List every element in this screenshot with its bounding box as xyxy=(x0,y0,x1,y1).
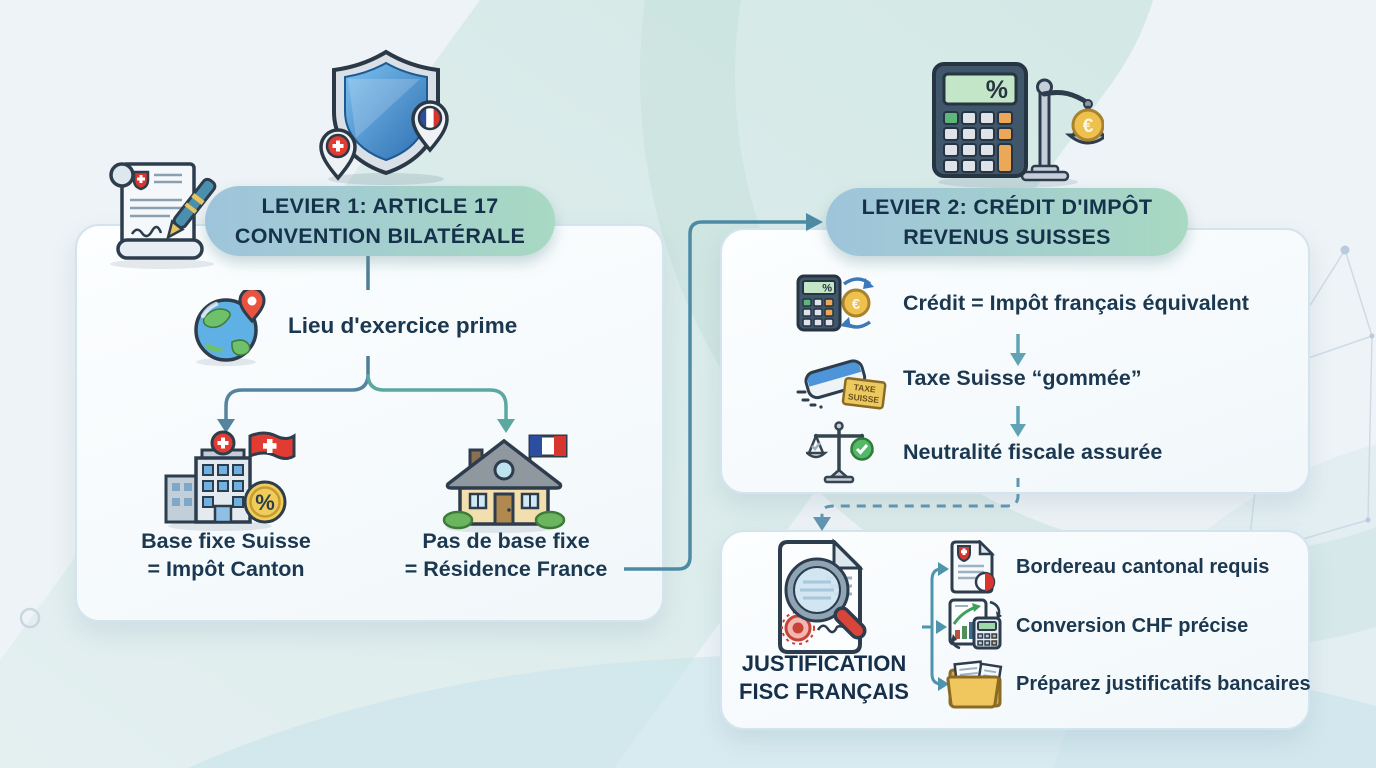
levier2-step2-label: Taxe Suisse “gommée” xyxy=(903,366,1142,390)
levier2-step3-label: Neutralité fiscale assurée xyxy=(903,440,1163,464)
justification-item2-label: Conversion CHF précise xyxy=(1016,615,1249,637)
dot-ring-decoration xyxy=(19,607,41,629)
swiss-building-tax-icon: % xyxy=(164,430,296,531)
branch-right-line1: Pas de base fixe xyxy=(422,529,590,553)
levier2-title-line1: LEVIER 2: CRÉDIT D'IMPÔT xyxy=(861,195,1153,219)
justification-item1-label: Bordereau cantonal requis xyxy=(1016,556,1270,578)
eraser-tax-icon: TAXE SUISSE xyxy=(796,359,887,410)
justification-title: JUSTIFICATION FISC FRANÇAIS xyxy=(738,650,910,706)
branch-left-label: Base fixe Suisse = Impôt Canton xyxy=(100,527,352,583)
french-house-icon xyxy=(442,434,568,533)
document-shield-icon xyxy=(950,540,996,594)
folder-documents-icon xyxy=(946,660,1003,709)
calculator-and-balance-scale-icon: € % xyxy=(932,62,1104,188)
levier1-title-pill: LEVIER 1: ARTICLE 17 CONVENTION BILATÉRA… xyxy=(205,186,555,256)
taxe-suisse-tag: TAXE SUISSE xyxy=(841,377,887,410)
levier2-title-pill: LEVIER 2: CRÉDIT D'IMPÔT REVENUS SUISSES xyxy=(826,188,1188,256)
lieu-exercice-label: Lieu d'exercice prime xyxy=(288,313,518,338)
calculator-percent-display: % xyxy=(986,76,1008,104)
levier1-title-line2: CONVENTION BILATÉRALE xyxy=(234,224,526,248)
swiss-map-pin-icon xyxy=(319,128,357,181)
euro-symbol: € xyxy=(1083,116,1094,137)
branch-left-line2: = Impôt Canton xyxy=(147,557,305,581)
justification-item3-label: Préparez justificatifs bancaires xyxy=(1016,673,1311,695)
balance-check-icon xyxy=(806,421,875,484)
branch-left-line1: Base fixe Suisse xyxy=(141,529,311,553)
justification-title-line2: FISC FRANÇAIS xyxy=(739,679,909,704)
justification-title-line1: JUSTIFICATION xyxy=(741,651,907,676)
globe-location-icon xyxy=(194,290,266,366)
french-flag-icon xyxy=(528,434,568,458)
chart-calculator-icon xyxy=(948,598,1002,650)
levier1-title-line1: LEVIER 1: ARTICLE 17 xyxy=(261,194,499,218)
branch-right-label: Pas de base fixe = Résidence France xyxy=(380,527,632,583)
euro-symbol: € xyxy=(852,296,861,313)
calculator-currency-exchange-icon: % € xyxy=(796,274,874,332)
shield-with-swiss-french-pins-icon xyxy=(319,49,449,185)
branch-right-line2: = Résidence France xyxy=(404,557,608,581)
percent-symbol: % xyxy=(255,490,275,515)
document-magnifier-stamp-icon xyxy=(778,538,867,654)
levier2-title-line2: REVENUS SUISSES xyxy=(903,225,1111,249)
mini-calculator-percent-display: % xyxy=(822,283,832,295)
scroll-and-pen-icon xyxy=(109,162,217,269)
levier2-step1-label: Crédit = Impôt français équivalent xyxy=(903,291,1249,315)
